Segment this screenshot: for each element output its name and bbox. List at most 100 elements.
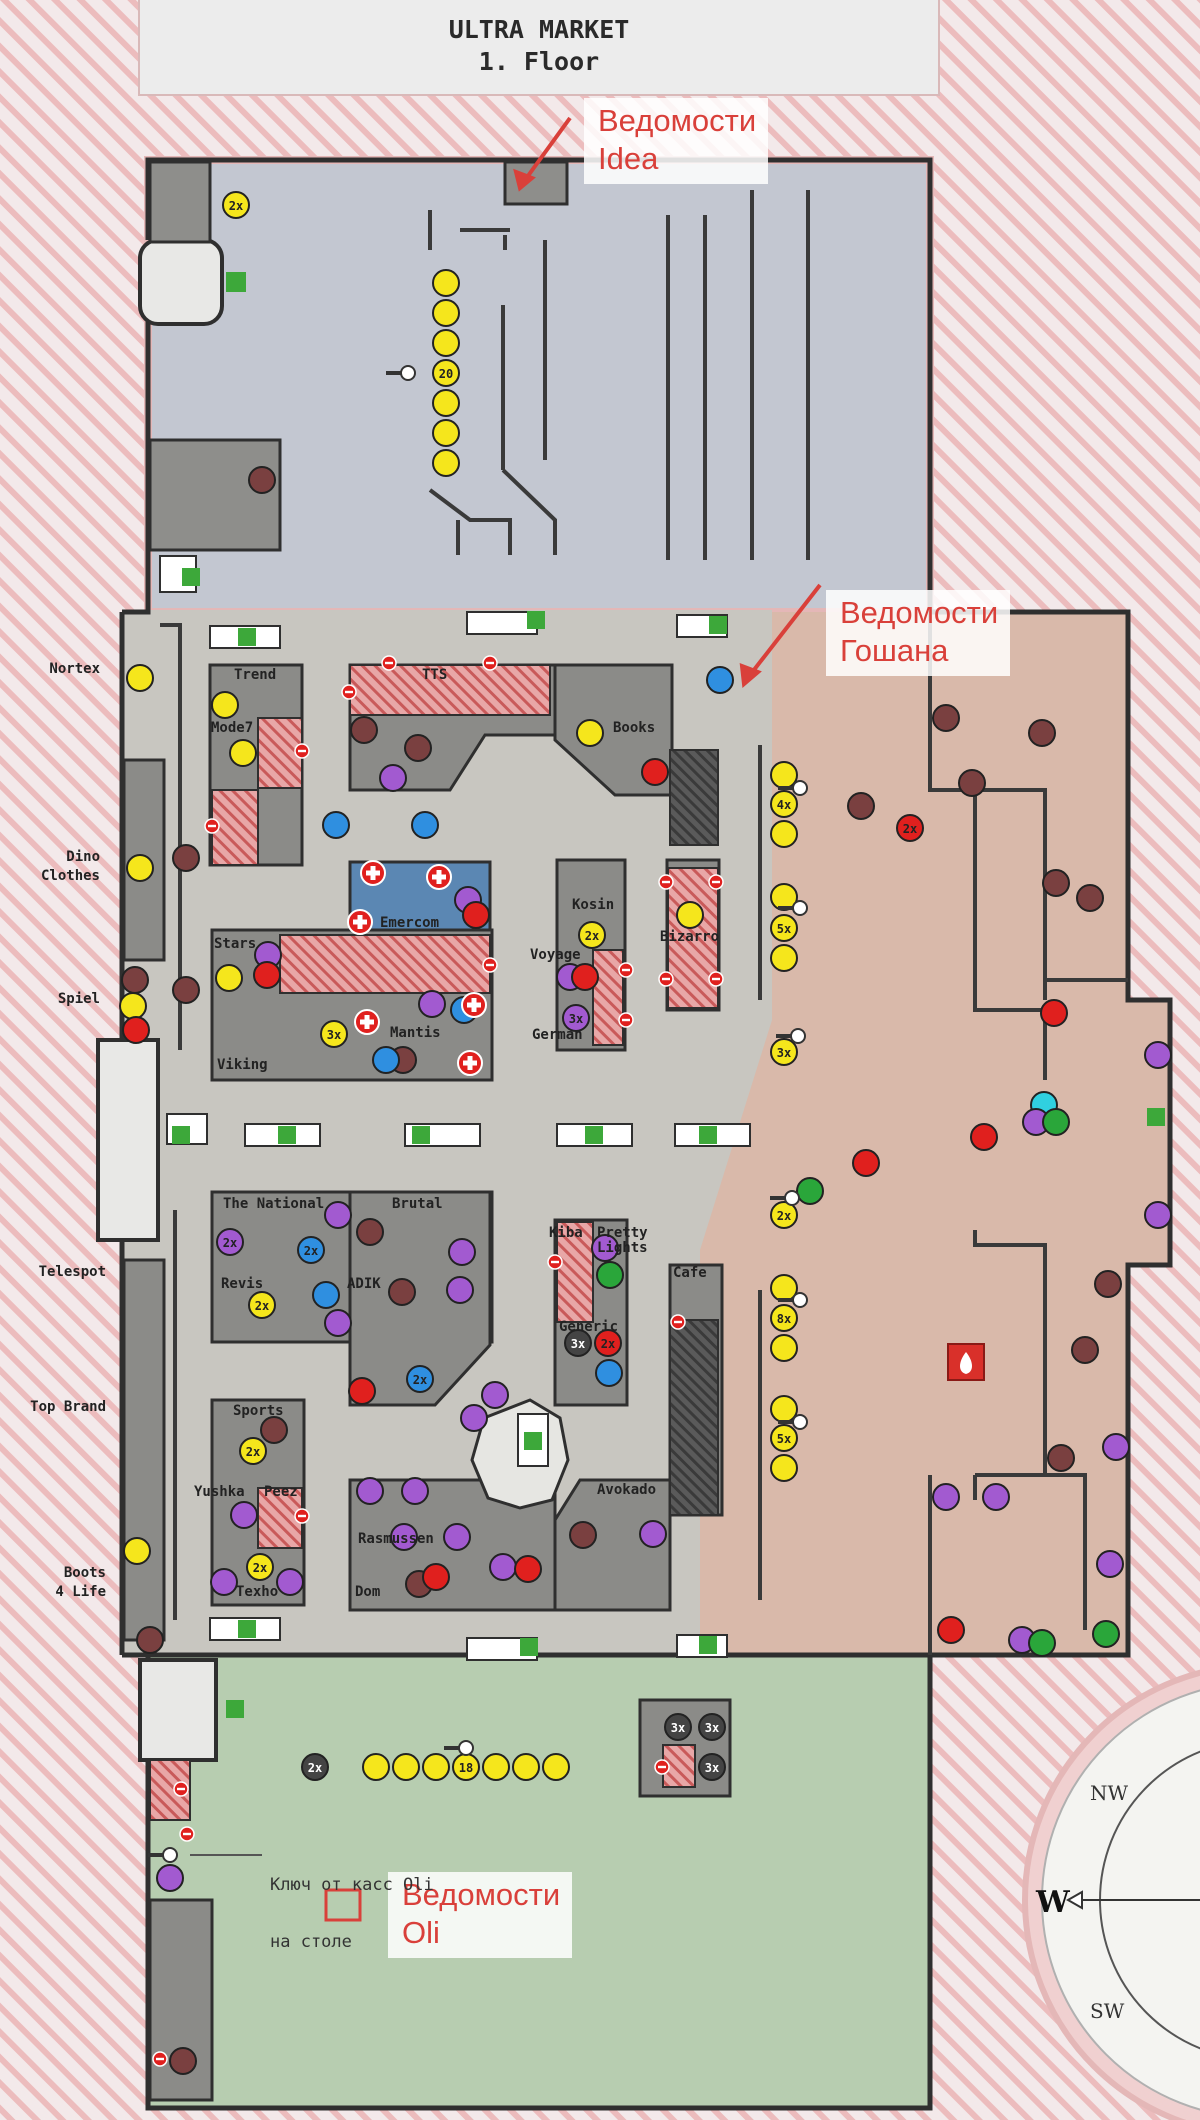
compass-nw-label: NW <box>1090 1781 1129 1805</box>
yellow-loot-marker <box>432 389 460 417</box>
marker-count-label: 3x <box>571 1337 585 1351</box>
title-line1: ULTRA MARKET <box>448 15 630 44</box>
yellow-loot-marker <box>392 1753 420 1781</box>
brown-loot-marker <box>350 716 378 744</box>
locked-door-icon <box>654 1759 670 1775</box>
cafe-counter <box>669 1319 719 1516</box>
north-rooms <box>148 160 569 552</box>
stairs <box>159 555 751 1661</box>
entrance-southwest <box>138 1658 218 1762</box>
note-idea-line2: Idea <box>598 141 659 176</box>
purple-loot-marker <box>230 1501 258 1529</box>
mode7-counter <box>211 789 259 866</box>
brown-loot-marker <box>569 1521 597 1549</box>
key-icon <box>444 1740 474 1756</box>
brown-loot-marker <box>847 792 875 820</box>
yellow-loot-marker <box>126 664 154 692</box>
blue-loot-marker <box>595 1359 623 1387</box>
side-label-top-brand: Top Brand <box>30 1399 106 1415</box>
green-loot-marker <box>1028 1629 1056 1657</box>
yellow-loot-marker <box>119 992 147 1020</box>
note-oli-line1: Ведомости <box>402 1877 561 1912</box>
purple-loot-marker <box>1096 1550 1124 1578</box>
key-icon <box>386 365 416 381</box>
store-pretty-lights: Pretty Lights <box>597 1225 648 1256</box>
marker-count-label: 3x <box>705 1721 719 1735</box>
note-oli: Ведомости Oli <box>388 1872 573 1958</box>
red-loot-marker <box>571 963 599 991</box>
key-icon <box>778 900 808 916</box>
store-cafe: Cafe <box>673 1265 707 1281</box>
purple-loot-marker <box>481 1381 509 1409</box>
purple-loot-marker <box>932 1483 960 1511</box>
marker-count-label: 5x <box>777 922 791 936</box>
green-loot-marker <box>1042 1108 1070 1136</box>
marker-count-label: 2x <box>229 199 243 213</box>
red-loot-marker <box>970 1123 998 1151</box>
central-walls <box>160 623 762 1620</box>
store-german: German <box>532 1027 583 1043</box>
yellow-loot-marker <box>770 1038 798 1066</box>
yellow-loot-marker <box>676 901 704 929</box>
store-the-national: The National <box>223 1196 325 1212</box>
store-voyage: Voyage <box>530 947 581 963</box>
locked-door-icon <box>708 971 724 987</box>
marker-count-label: 4x <box>777 798 791 812</box>
marker-count-label: 20 <box>439 367 453 381</box>
yellow-loot-marker <box>432 269 460 297</box>
purple-loot-marker <box>418 990 446 1018</box>
note-goshana-line2: Гошана <box>840 633 949 668</box>
marker-count-label: 18 <box>459 1761 473 1775</box>
key-icon <box>770 1190 800 1206</box>
red-loot-marker <box>852 1149 880 1177</box>
yellow-loot-marker <box>239 1437 267 1465</box>
purple-loot-marker <box>443 1523 471 1551</box>
red-loot-marker <box>348 1377 376 1405</box>
store-bizarro: Bizarro <box>660 929 720 945</box>
compass-sw-label: SW <box>1090 1999 1125 2023</box>
brown-loot-marker <box>356 1218 384 1246</box>
yellow-loot-marker <box>482 1753 510 1781</box>
purple-loot-marker <box>591 1234 619 1262</box>
blue-loot-marker <box>411 811 439 839</box>
red-loot-marker <box>253 961 281 989</box>
store-dom: Dom <box>355 1584 381 1600</box>
brown-loot-marker <box>1047 1444 1075 1472</box>
brown-loot-marker <box>169 2047 197 2075</box>
dark-loot-marker <box>698 1753 726 1781</box>
brown-loot-marker <box>1076 884 1104 912</box>
locked-door-icon <box>152 2051 168 2067</box>
blue-loot-marker <box>297 1236 325 1264</box>
stair-green-icons <box>172 272 1165 1718</box>
brown-loot-marker <box>260 1416 288 1444</box>
key-icon <box>148 1847 178 1863</box>
dark-loot-marker <box>698 1713 726 1741</box>
red-loot-marker <box>462 901 490 929</box>
compass-w-label: W <box>1035 1885 1071 1920</box>
store-sports: Sports <box>233 1403 284 1419</box>
yellow-loot-marker <box>320 1020 348 1048</box>
side-label-spiel: Spiel <box>57 991 100 1007</box>
peez-counter <box>257 1487 303 1549</box>
brown-loot-marker <box>404 734 432 762</box>
purple-loot-marker <box>982 1483 1010 1511</box>
purple-loot-marker <box>379 764 407 792</box>
oli-key-hint-line2: на столе <box>270 1932 352 1952</box>
purple-loot-marker <box>1102 1433 1130 1461</box>
purple-loot-marker <box>216 1228 244 1256</box>
green-loot-marker <box>596 1261 624 1289</box>
marker-count-label: 2x <box>255 1299 269 1313</box>
brown-loot-marker <box>1042 869 1070 897</box>
purple-loot-marker <box>390 1523 418 1551</box>
east-walls <box>928 612 1128 1655</box>
entrance-west <box>96 1038 160 1242</box>
brown-loot-marker <box>172 976 200 1004</box>
blue-loot-marker <box>406 1365 434 1393</box>
note-goshana-line1: Ведомости <box>840 595 999 630</box>
locked-door-icon <box>658 971 674 987</box>
purple-loot-marker <box>356 1477 384 1505</box>
store-revis: Revis <box>221 1276 264 1292</box>
store-kiba: Kiba <box>549 1225 583 1241</box>
brown-loot-marker <box>1071 1336 1099 1364</box>
store-peez: Peez <box>264 1484 298 1500</box>
